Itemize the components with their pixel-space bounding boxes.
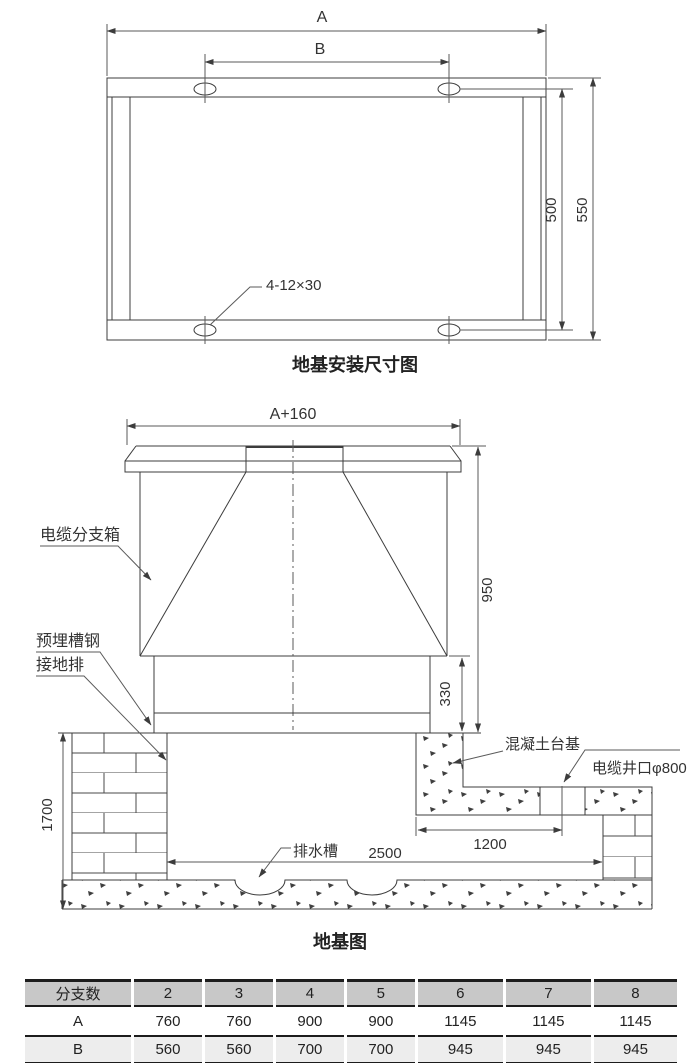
label-embedded-channel: 预埋槽钢 [36, 632, 152, 726]
table-header-cell: 分支数 [25, 980, 133, 1007]
dimension-330: 330 [437, 655, 470, 732]
foundation-section-diagram: A+160 [36, 406, 687, 952]
table-cell: 945 [502, 1036, 593, 1063]
table-header-cell: 7 [502, 980, 593, 1007]
table-cell: 945 [590, 1036, 677, 1063]
dim-a160-text: A+160 [270, 406, 317, 423]
bolt-note: 4-12×30 [209, 277, 321, 326]
table-header-cell: 2 [131, 980, 204, 1007]
table-cell: 560 [131, 1036, 204, 1063]
box-pedestal [153, 656, 431, 733]
table-cell: 700 [272, 1036, 346, 1063]
label-cable-well: 电缆井口φ800 [563, 749, 687, 783]
dimension-B: B [204, 41, 450, 103]
dimension-1700: 1700 [39, 732, 67, 910]
branch-spec-table: 分支数 2 3 4 5 6 7 8 A 760 760 900 900 1145… [25, 979, 677, 1063]
table-header-cell: 6 [414, 980, 505, 1007]
dim-2500-text: 2500 [368, 845, 401, 862]
table-header-cell: 8 [590, 980, 677, 1007]
label-drain: 排水槽 [258, 843, 338, 878]
bottom-slab [61, 879, 653, 910]
right-brick-column [602, 814, 653, 881]
table-row-A: A 760 760 900 900 1145 1145 1145 [25, 1006, 677, 1037]
left-brick-wall [71, 732, 168, 881]
table-cell: 1145 [502, 1006, 593, 1037]
dimension-550: 550 [548, 77, 601, 341]
table-header-cell: 4 [272, 980, 346, 1007]
cable-box-label-text: 电缆分支箱 [40, 526, 120, 544]
embedded-channel-label-text: 预埋槽钢 [36, 632, 100, 650]
table-cell: 760 [131, 1006, 204, 1037]
table-cell: 760 [201, 1006, 275, 1037]
cable-box-body [139, 440, 448, 730]
dim-500-text: 500 [543, 197, 560, 222]
frame-outline [106, 77, 547, 341]
bolt-holes [193, 82, 573, 344]
dimension-A160: A+160 [126, 406, 461, 445]
table-cell: 900 [343, 1006, 417, 1037]
dim-330-text: 330 [437, 681, 454, 706]
table-cell: 700 [343, 1036, 417, 1063]
table-header-row: 分支数 2 3 4 5 6 7 8 [25, 980, 677, 1007]
concrete-base-label-text: 混凝土台基 [505, 736, 580, 753]
table-cell: B [25, 1036, 133, 1063]
cable-well-label-text: 电缆井口φ800 [592, 760, 687, 777]
table-header-cell: 3 [201, 980, 275, 1007]
dim-b-text: B [315, 41, 326, 58]
table-cell: 560 [201, 1036, 275, 1063]
foundation-diagram-title: 地基图 [313, 931, 367, 952]
dimension-500: 500 [543, 88, 566, 331]
dimension-2500: 2500 [166, 845, 603, 866]
dim-1200-text: 1200 [473, 836, 506, 853]
table-row-B: B 560 560 700 700 945 945 945 [25, 1036, 677, 1063]
table-cell: 945 [414, 1036, 505, 1063]
dimension-950: 950 [452, 445, 496, 733]
foundation-install-dimension-diagram: A B 500 550 4-12×30 地基安装尺寸图 [106, 9, 601, 375]
dim-550-text: 550 [574, 197, 591, 222]
bolt-note-text: 4-12×30 [266, 277, 321, 294]
dimension-A: A [106, 9, 547, 76]
label-concrete-base: 混凝土台基 [452, 736, 580, 764]
table-cell: A [25, 1006, 133, 1037]
drain-label-text: 排水槽 [293, 843, 338, 860]
table-header-cell: 5 [343, 980, 417, 1007]
grounding-bar-label-text: 接地排 [36, 656, 84, 674]
dim-1700-text: 1700 [39, 798, 56, 831]
label-grounding-bar: 接地排 [36, 656, 167, 761]
table-cell: 1145 [590, 1006, 677, 1037]
top-diagram-title: 地基安装尺寸图 [292, 354, 418, 375]
table-cell: 1145 [414, 1006, 505, 1037]
dimension-1200: 1200 [415, 786, 563, 853]
label-cable-box: 电缆分支箱 [40, 526, 152, 581]
table-cell: 900 [272, 1006, 346, 1037]
dim-a-text: A [317, 9, 328, 26]
dim-950-text: 950 [479, 577, 496, 602]
